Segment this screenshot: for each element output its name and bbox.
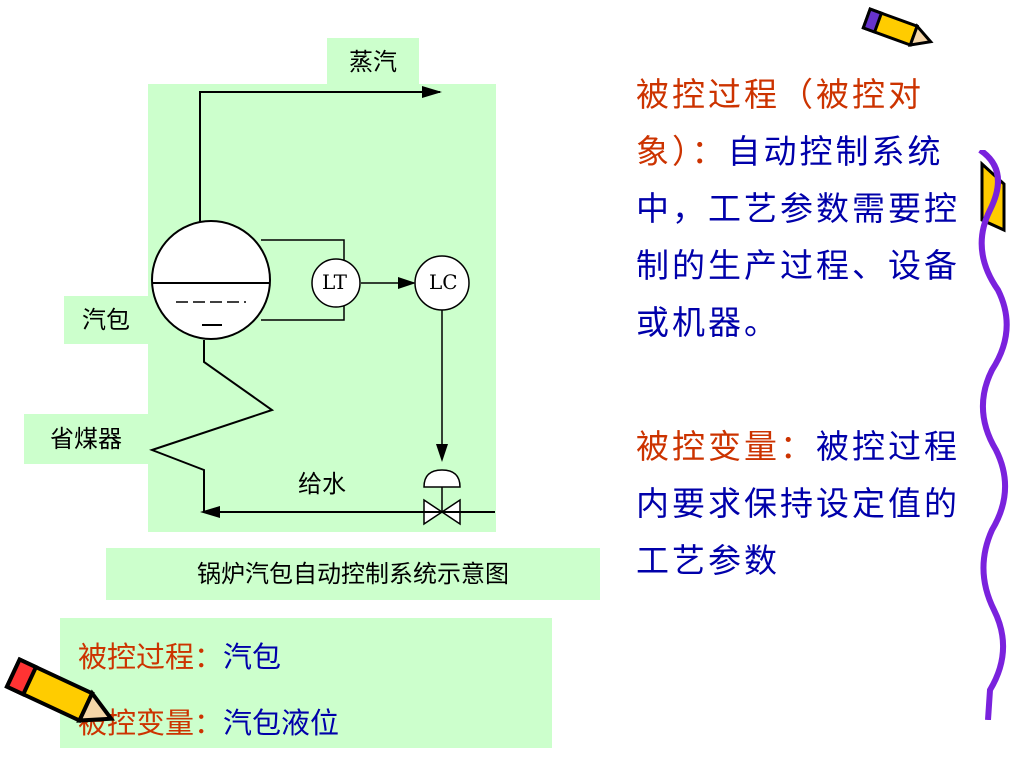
drum-label: 汽包 <box>64 296 148 344</box>
example-box: 被控过程：汽包 被控变量：汽包液位 <box>60 618 552 748</box>
steam-line <box>199 91 440 222</box>
economizer-label: 省煤器 <box>24 414 148 464</box>
purple-wavy-border <box>978 150 1010 720</box>
lt-circle <box>311 258 361 308</box>
diagram-caption: 锅炉汽包自动控制系统示意图 <box>106 548 600 600</box>
economizer-coil <box>149 340 275 512</box>
feedwater-arrowhead <box>200 506 220 518</box>
feedwater-label: 给水 <box>298 470 346 498</box>
example-process-value: 汽包 <box>223 640 282 674</box>
lt-upper-tap <box>261 239 345 262</box>
lc-signal-arrowhead <box>436 444 448 462</box>
lt-lower-tap <box>261 304 345 321</box>
lc-label: LC <box>429 270 458 294</box>
lt-to-lc-arrowhead <box>398 277 416 289</box>
variable-desc: 被控过程内要求保持设定值的工艺参数 <box>636 427 960 580</box>
example-process-key: 被控过程： <box>78 640 224 674</box>
pencil-icon <box>861 7 934 47</box>
process-term: 被控过程（被控对象）： <box>636 75 924 171</box>
lt-label: LT <box>322 270 347 294</box>
steam-label: 蒸汽 <box>327 38 419 86</box>
steam-arrowhead <box>422 86 442 98</box>
pencil-icon <box>4 656 116 724</box>
process-definition: 被控过程（被控对象）：自动控制系统中，工艺参数需要控制的生产过程、设备或机器。 <box>636 66 966 351</box>
process-desc: 自动控制系统中，工艺参数需要控制的生产过程、设备或机器。 <box>636 132 960 342</box>
example-variable-value: 汽包液位 <box>223 706 340 740</box>
example-process: 被控过程：汽包 <box>78 634 281 676</box>
variable-definition: 被控变量：被控过程内要求保持设定值的工艺参数 <box>636 418 966 589</box>
valve-actuator <box>423 469 461 488</box>
variable-term: 被控变量： <box>636 427 816 466</box>
steam-drum <box>151 220 271 340</box>
